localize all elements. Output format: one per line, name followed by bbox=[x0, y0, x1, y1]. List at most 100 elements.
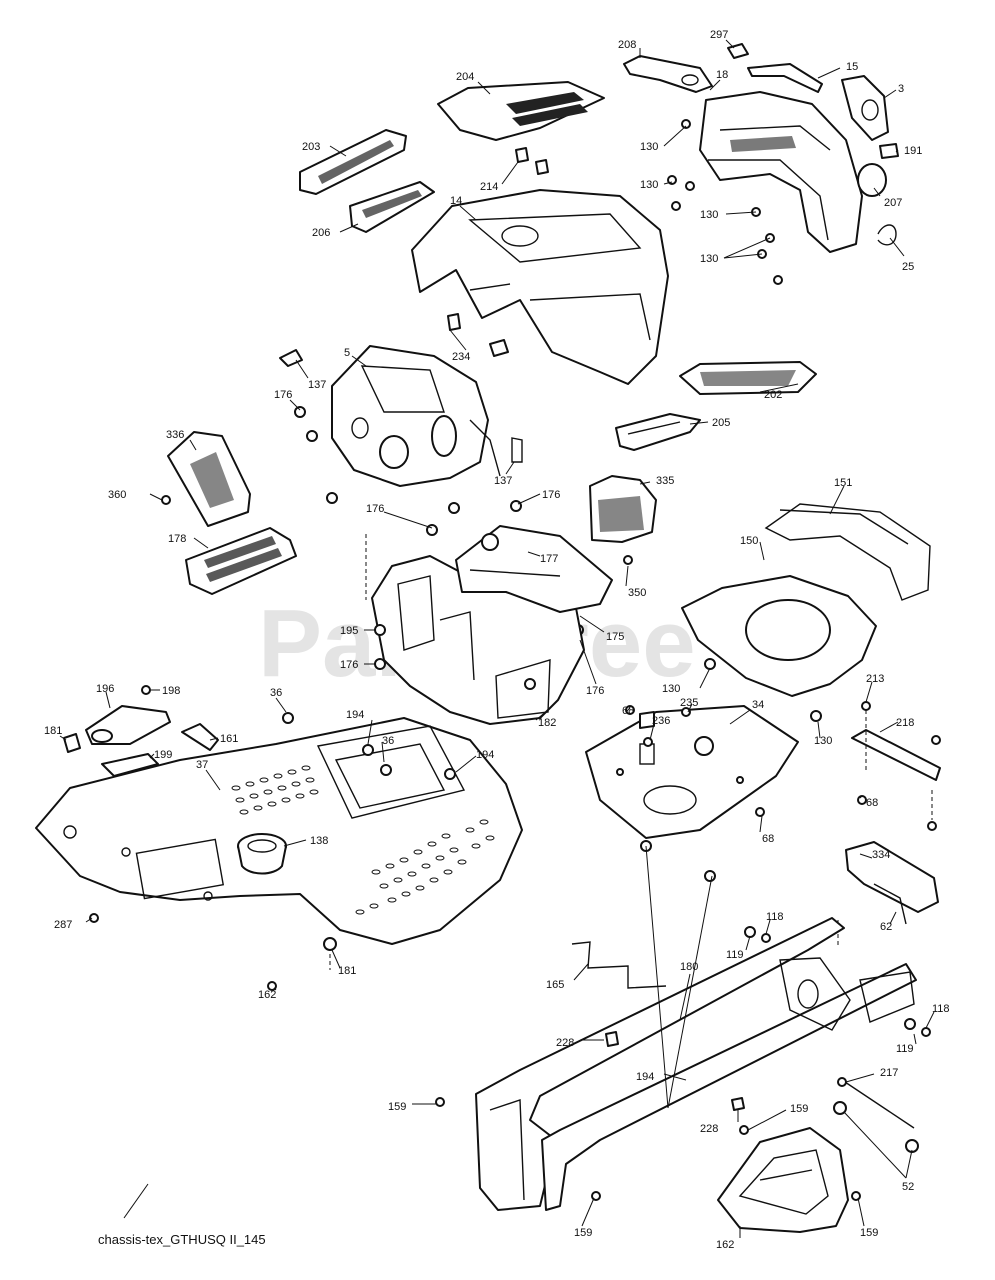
part-195-bolt bbox=[374, 624, 386, 636]
callout-162-a: 162 bbox=[258, 989, 276, 1001]
callout-287: 287 bbox=[54, 919, 72, 931]
part-350-screw bbox=[623, 555, 633, 565]
callout-218: 218 bbox=[896, 717, 914, 729]
callout-180: 180 bbox=[680, 961, 698, 973]
callout-194-a: 194 bbox=[346, 709, 364, 721]
callout-176-d: 176 bbox=[340, 659, 358, 671]
part-335-bracket bbox=[589, 475, 657, 543]
callout-5: 5 bbox=[344, 347, 350, 359]
part-181-grommet bbox=[323, 937, 337, 951]
part-180-frame bbox=[475, 917, 917, 1211]
part-336-console bbox=[167, 431, 251, 527]
callout-137-a: 137 bbox=[308, 379, 326, 391]
part-137-fastener-a bbox=[279, 349, 303, 367]
callout-130-a: 130 bbox=[640, 141, 658, 153]
part-178-plate bbox=[185, 527, 297, 595]
callout-34: 34 bbox=[752, 699, 764, 711]
part-360-screw bbox=[161, 495, 171, 505]
callout-161: 161 bbox=[220, 733, 238, 745]
callout-62: 62 bbox=[880, 921, 892, 933]
callout-130-e: 130 bbox=[662, 683, 680, 695]
part-175-bracket bbox=[455, 525, 613, 613]
callout-159-d: 159 bbox=[860, 1227, 878, 1239]
part-18-front-housing bbox=[699, 91, 863, 253]
callout-176-b: 176 bbox=[542, 489, 560, 501]
part-204-hood-grille bbox=[437, 81, 605, 141]
part-228-clip-b bbox=[731, 1097, 745, 1111]
part-25-wire bbox=[877, 224, 897, 246]
callout-130-b: 130 bbox=[640, 179, 658, 191]
callout-68-b: 68 bbox=[866, 797, 878, 809]
callout-214: 214 bbox=[480, 181, 498, 193]
spacers-176 bbox=[294, 406, 584, 670]
part-15-trim bbox=[747, 63, 823, 93]
callout-176-c: 176 bbox=[366, 503, 384, 515]
callout-130-c: 130 bbox=[700, 209, 718, 221]
part-196-cover bbox=[85, 705, 171, 745]
part-191-bolt bbox=[879, 143, 899, 159]
callout-165: 165 bbox=[546, 979, 564, 991]
callout-204: 204 bbox=[456, 71, 474, 83]
part-203-vent bbox=[299, 129, 407, 195]
bolts-169 bbox=[640, 840, 716, 882]
part-208-bracket bbox=[623, 55, 713, 93]
callout-194-b: 194 bbox=[476, 749, 494, 761]
part-34-mount-plate bbox=[585, 705, 799, 839]
callout-52: 52 bbox=[902, 1181, 914, 1193]
part-36-bolt-b bbox=[380, 764, 392, 776]
part-137-fastener-b bbox=[511, 437, 523, 463]
callout-360: 360 bbox=[108, 489, 126, 501]
part-198-screw bbox=[141, 685, 151, 695]
part-297-clip bbox=[727, 43, 749, 59]
callout-235: 235 bbox=[680, 697, 698, 709]
callout-130-f: 130 bbox=[814, 735, 832, 747]
part-161-clip-b bbox=[63, 733, 81, 753]
part-165-rod bbox=[571, 941, 667, 989]
callout-68-a: 68 bbox=[622, 705, 634, 717]
part-159-bolt-b bbox=[739, 1125, 749, 1135]
part-228-clip-a bbox=[605, 1031, 619, 1047]
callout-159-c: 159 bbox=[574, 1227, 592, 1239]
part-218-bracket bbox=[851, 701, 941, 781]
callout-195: 195 bbox=[340, 625, 358, 637]
callout-334: 334 bbox=[872, 849, 890, 861]
part-234-clips bbox=[447, 313, 509, 357]
part-3-side-panel bbox=[841, 75, 889, 141]
callout-137-b: 137 bbox=[494, 475, 512, 487]
callout-36-b: 36 bbox=[382, 735, 394, 747]
callout-118-a: 118 bbox=[766, 911, 784, 923]
part-206-vent bbox=[349, 181, 435, 233]
diagram-caption: chassis-tex_GTHUSQ II_145 bbox=[98, 1232, 266, 1247]
callout-199: 199 bbox=[154, 749, 172, 761]
callout-25: 25 bbox=[902, 261, 914, 273]
hardware-118-119 bbox=[744, 926, 931, 1037]
callout-labels: 297 208 18 15 3 204 130 191 203 214 130 … bbox=[44, 29, 950, 1251]
callout-194-c: 194 bbox=[636, 1071, 654, 1083]
callout-37: 37 bbox=[196, 759, 208, 771]
part-207-lens bbox=[857, 163, 887, 197]
callout-228-a: 228 bbox=[556, 1037, 574, 1049]
part-14-hood bbox=[411, 189, 669, 385]
callout-151: 151 bbox=[834, 477, 852, 489]
callout-3: 3 bbox=[898, 83, 904, 95]
part-5-dash-panel bbox=[331, 345, 489, 487]
callout-181-b: 181 bbox=[338, 965, 356, 977]
part-194-nut-b bbox=[444, 768, 456, 780]
callout-228-b: 228 bbox=[700, 1123, 718, 1135]
callout-203: 203 bbox=[302, 141, 320, 153]
screws-130-middle bbox=[704, 658, 822, 722]
part-37-floor-pan bbox=[35, 717, 523, 945]
part-138-grommet bbox=[237, 833, 287, 875]
callout-208: 208 bbox=[618, 39, 636, 51]
part-52-bushing-a bbox=[833, 1101, 847, 1115]
callout-191: 191 bbox=[904, 145, 922, 157]
callout-138: 138 bbox=[310, 835, 328, 847]
callout-206: 206 bbox=[312, 227, 330, 239]
callout-175: 175 bbox=[606, 631, 624, 643]
callout-182: 182 bbox=[538, 717, 556, 729]
callout-162-b: 162 bbox=[716, 1239, 734, 1251]
part-334-bracket bbox=[845, 841, 939, 925]
callout-336: 336 bbox=[166, 429, 184, 441]
leader-lines bbox=[59, 39, 935, 1238]
